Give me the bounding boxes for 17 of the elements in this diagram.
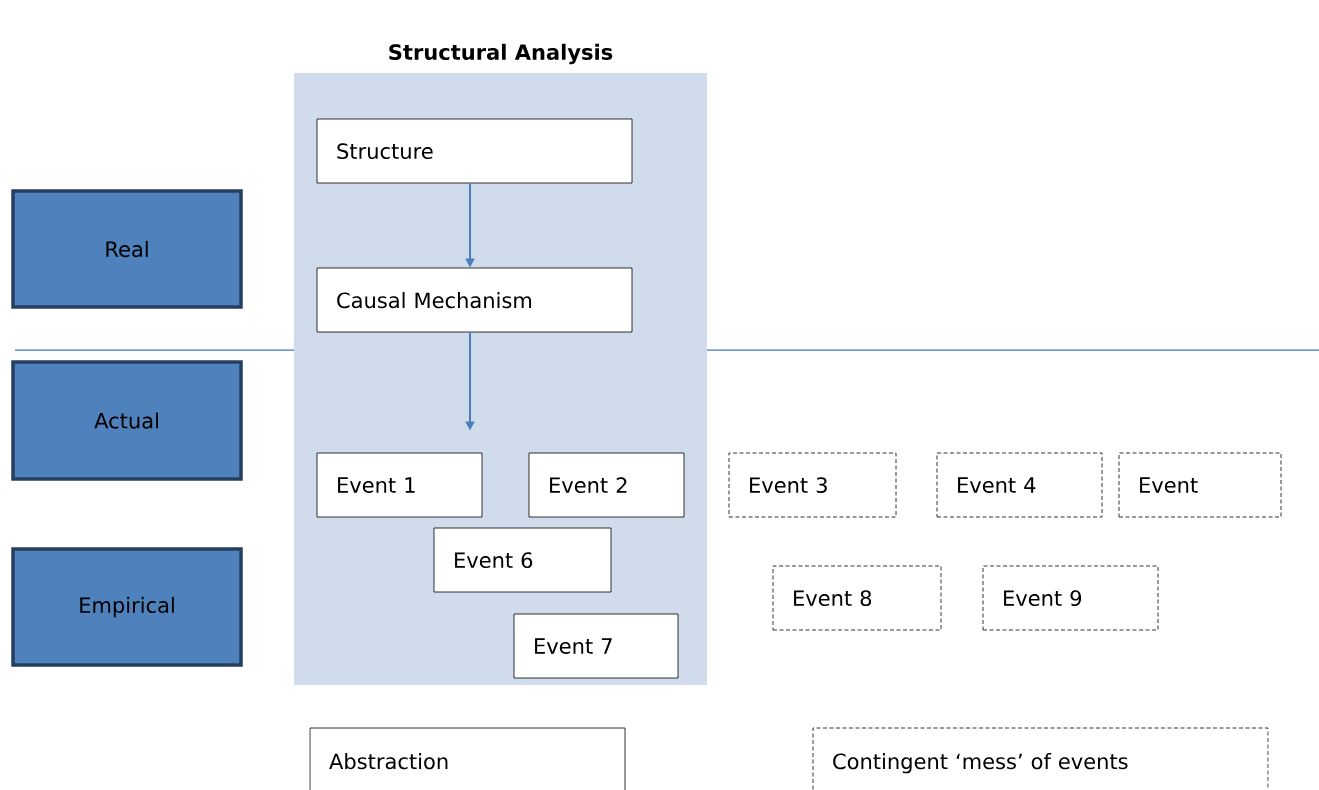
level-box: Real: [11, 189, 243, 309]
event-box: Event: [1118, 452, 1282, 518]
level-box: Empirical: [11, 547, 243, 667]
event-box: Event 8: [772, 565, 942, 631]
event-box: Event 3: [728, 452, 897, 518]
level-box: Actual: [11, 360, 243, 481]
legend-box: Abstraction: [309, 727, 626, 790]
event-box: Event 2: [528, 452, 685, 518]
event-box: Event 9: [982, 565, 1159, 631]
event-box: Event 4: [936, 452, 1103, 518]
event-box: Event 1: [316, 452, 483, 518]
event-box: Event 6: [433, 527, 612, 593]
legend-box: Contingent ‘mess’ of events: [812, 727, 1269, 790]
process-box: Structure: [316, 118, 633, 184]
node-label: Structural Analysis: [389, 43, 613, 65]
event-box: Event 7: [513, 613, 679, 679]
process-box: Causal Mechanism: [316, 267, 633, 333]
